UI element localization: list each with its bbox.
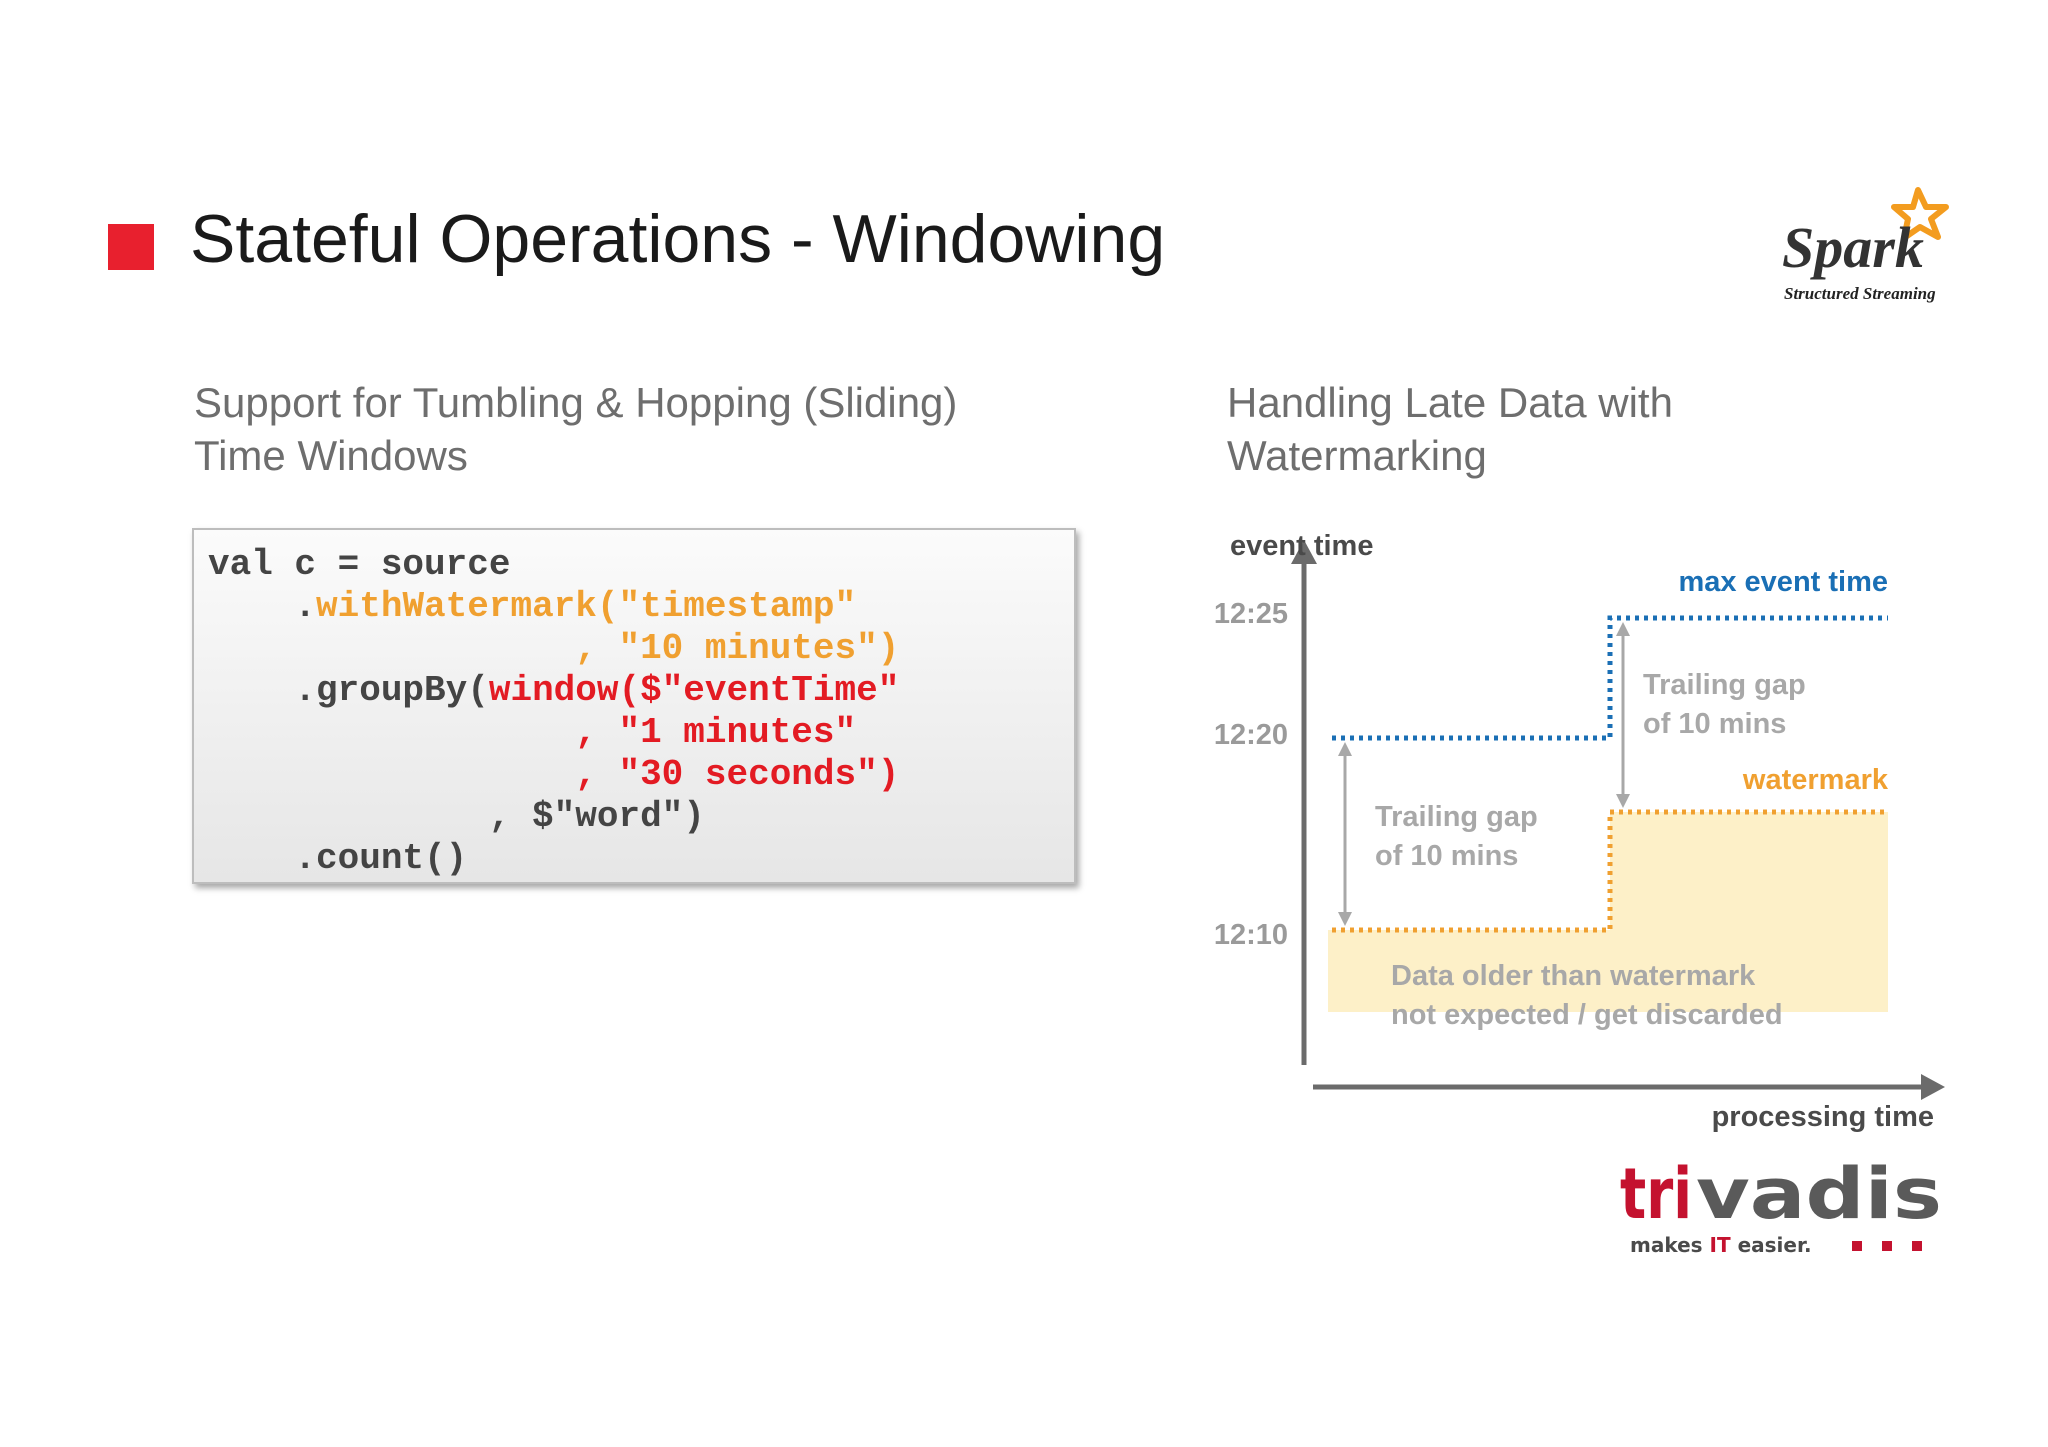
- spark-wordmark: Spark: [1782, 215, 1924, 280]
- svg-text:tri: tri: [1620, 1153, 1692, 1235]
- gap-arrow-1-down-icon: [1338, 912, 1352, 926]
- watermark-diagram: event time processing time 12:25 12:20 1…: [1180, 520, 1980, 1140]
- page-title: Stateful Operations - Windowing: [190, 201, 1166, 277]
- spark-logo: Spark Structured Streaming: [1770, 185, 1970, 310]
- discard-line1: Data older than watermark: [1391, 960, 1756, 992]
- y-axis-label: event time: [1230, 530, 1373, 562]
- mask-left-top: [1328, 812, 1610, 930]
- discarded-area-left: [1328, 930, 1610, 1012]
- right-subtitle-line1: Handling Late Data with: [1227, 379, 1673, 426]
- gap-arrow-1-up-icon: [1338, 742, 1352, 756]
- tick-1220: 12:20: [1214, 719, 1288, 751]
- left-subtitle-line2: Time Windows: [194, 432, 468, 479]
- trivadis-dot-3: [1912, 1241, 1922, 1251]
- gap2-line1: Trailing gap: [1643, 669, 1806, 701]
- code-line-4: .groupBy(window($"eventTime": [208, 670, 900, 711]
- code-block: val c = source .withWatermark("timestamp…: [192, 528, 1076, 884]
- code-line-2: .withWatermark("timestamp": [208, 586, 857, 627]
- code-line-8: .count(): [208, 838, 468, 879]
- gap2-line2: of 10 mins: [1643, 708, 1786, 740]
- code-line-3: , "10 minutes"): [575, 628, 900, 669]
- code-line-5: , "1 minutes": [575, 712, 857, 753]
- title-bullet: [108, 224, 154, 270]
- spark-star-icon: [1891, 187, 1949, 241]
- discard-line2: not expected / get discarded: [1391, 999, 1783, 1031]
- watermark-label: watermark: [1742, 764, 1889, 796]
- watermark-line: [1332, 809, 1888, 933]
- gap-arrow-2-down-icon: [1616, 794, 1630, 808]
- gap1-line2: of 10 mins: [1375, 840, 1518, 872]
- code-line-6: , "30 seconds"): [575, 754, 900, 795]
- discarded-area-right: [1610, 812, 1888, 1012]
- x-axis-label: processing time: [1712, 1101, 1934, 1133]
- trivadis-dot-1: [1852, 1241, 1862, 1251]
- code-line-7: , $"word"): [208, 796, 705, 837]
- gap-arrow-2-up-icon: [1616, 622, 1630, 636]
- trivadis-tagline: makes IT easier.: [1630, 1233, 1812, 1257]
- right-subtitle-line2: Watermarking: [1227, 432, 1487, 479]
- left-subtitle-line1: Support for Tumbling & Hopping (Sliding): [194, 379, 958, 426]
- y-axis-arrow-icon: [1291, 540, 1317, 564]
- max-event-time-line: [1332, 615, 1888, 741]
- x-axis-arrow-icon: [1921, 1074, 1945, 1100]
- max-event-time-label: max event time: [1678, 566, 1888, 598]
- tick-1210: 12:10: [1214, 919, 1288, 951]
- trivadis-dot-2: [1882, 1241, 1892, 1251]
- left-subtitle: Support for Tumbling & Hopping (Sliding)…: [194, 376, 1074, 482]
- spark-tagline: Structured Streaming: [1784, 284, 1936, 303]
- tick-1225: 12:25: [1214, 598, 1288, 630]
- right-subtitle: Handling Late Data with Watermarking: [1227, 376, 1947, 482]
- gap1-line1: Trailing gap: [1375, 801, 1538, 833]
- svg-text:vadis: vadis: [1696, 1153, 1942, 1235]
- code-line-1: val c = source: [208, 544, 511, 585]
